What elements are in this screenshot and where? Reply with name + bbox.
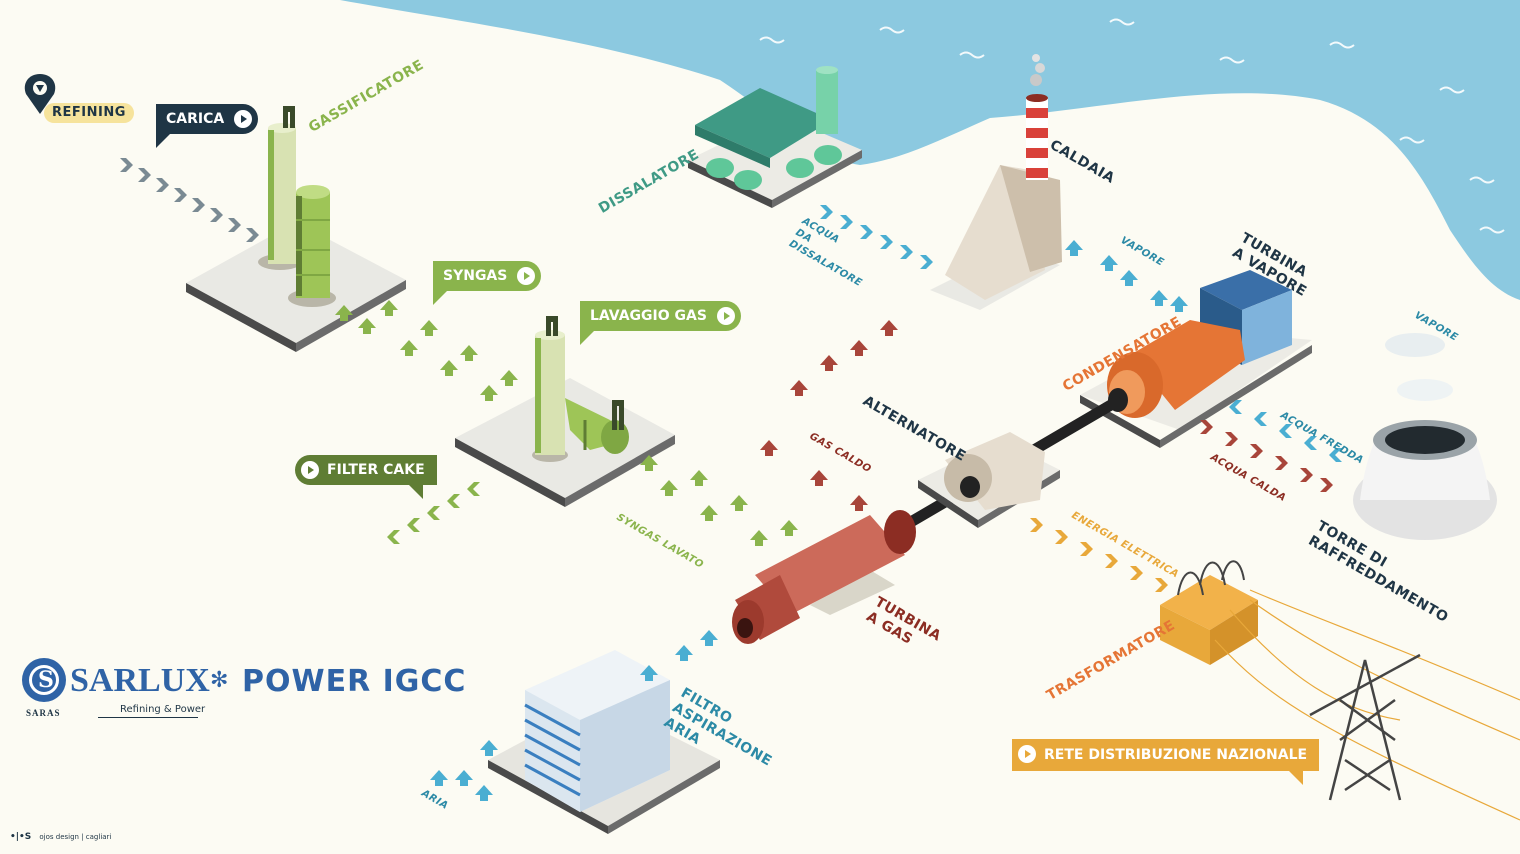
filter-cake-label: FILTER CAKE [327, 462, 425, 478]
alternatore-unit [918, 432, 1060, 528]
wave-marks [759, 18, 1505, 234]
rete-button[interactable]: RETE DISTRIBUZIONE NAZIONALE [1012, 739, 1320, 771]
carica-button[interactable]: CARICA [156, 104, 259, 134]
caldaia-plant [930, 54, 1062, 310]
play-icon [517, 267, 536, 285]
carica-tail [156, 134, 170, 148]
sarlux-emblem-icon: S [22, 658, 66, 702]
syngas-flow-arrows [335, 300, 518, 401]
brand-underline [98, 717, 198, 718]
location-chip[interactable]: REFINING [44, 103, 134, 123]
rete-tail [1289, 771, 1303, 785]
syngas-label: SYNGAS [443, 268, 508, 284]
play-icon [716, 307, 735, 325]
filter-cake-tail [409, 485, 423, 499]
ojos-logo-icon: •|•S [10, 832, 32, 842]
brand-logo: S SARAS SARLUX Refining & Power ✻ POWER … [20, 656, 465, 720]
lavaggio-gas-tail [580, 331, 594, 345]
play-icon [234, 110, 253, 128]
filter-cake-button[interactable]: FILTER CAKE [295, 455, 437, 485]
lavaggio-gas-plant [455, 316, 675, 507]
torre-raffreddamento [1353, 333, 1497, 540]
brand-product: POWER IGCC [242, 664, 467, 699]
filter-cake-flow-arrows [387, 482, 480, 544]
brand-star-icon: ✻ [210, 668, 229, 693]
power-lines [1214, 589, 1520, 821]
brand-sub: SARAS [26, 708, 61, 718]
carica-flow-arrows [120, 158, 259, 242]
syngas-lavato-flow-arrows [640, 455, 798, 546]
turbina-gas-unit [732, 510, 916, 644]
trasformatore-unit [1160, 560, 1258, 665]
location-pin-icon [24, 74, 56, 114]
syngas-button[interactable]: SYNGAS [433, 261, 542, 291]
vapore-flow-arrows [1065, 240, 1188, 312]
brand-tagline: Refining & Power [120, 704, 206, 715]
carica-label: CARICA [166, 111, 225, 127]
turbina-vapore-unit [1080, 270, 1312, 448]
filtro-aria-unit [488, 650, 720, 834]
lavaggio-gas-button[interactable]: LAVAGGIO GAS [580, 301, 741, 331]
lavaggio-gas-label: LAVAGGIO GAS [590, 308, 707, 324]
acqua-fredda-flow-arrows [1229, 400, 1342, 462]
dissalatore-plant [688, 66, 862, 208]
syngas-tail [433, 291, 447, 305]
pylon [1309, 653, 1421, 801]
credit: •|•S ojos design | cagliari [10, 824, 111, 842]
brand-name: SARLUX [70, 662, 210, 699]
credit-text: ojos design | cagliari [39, 833, 112, 841]
play-icon [1018, 745, 1036, 763]
sea [340, 0, 1520, 300]
rete-label: RETE DISTRIBUZIONE NAZIONALE [1044, 747, 1308, 763]
play-icon [301, 461, 319, 479]
gassificatore-plant [186, 106, 406, 352]
